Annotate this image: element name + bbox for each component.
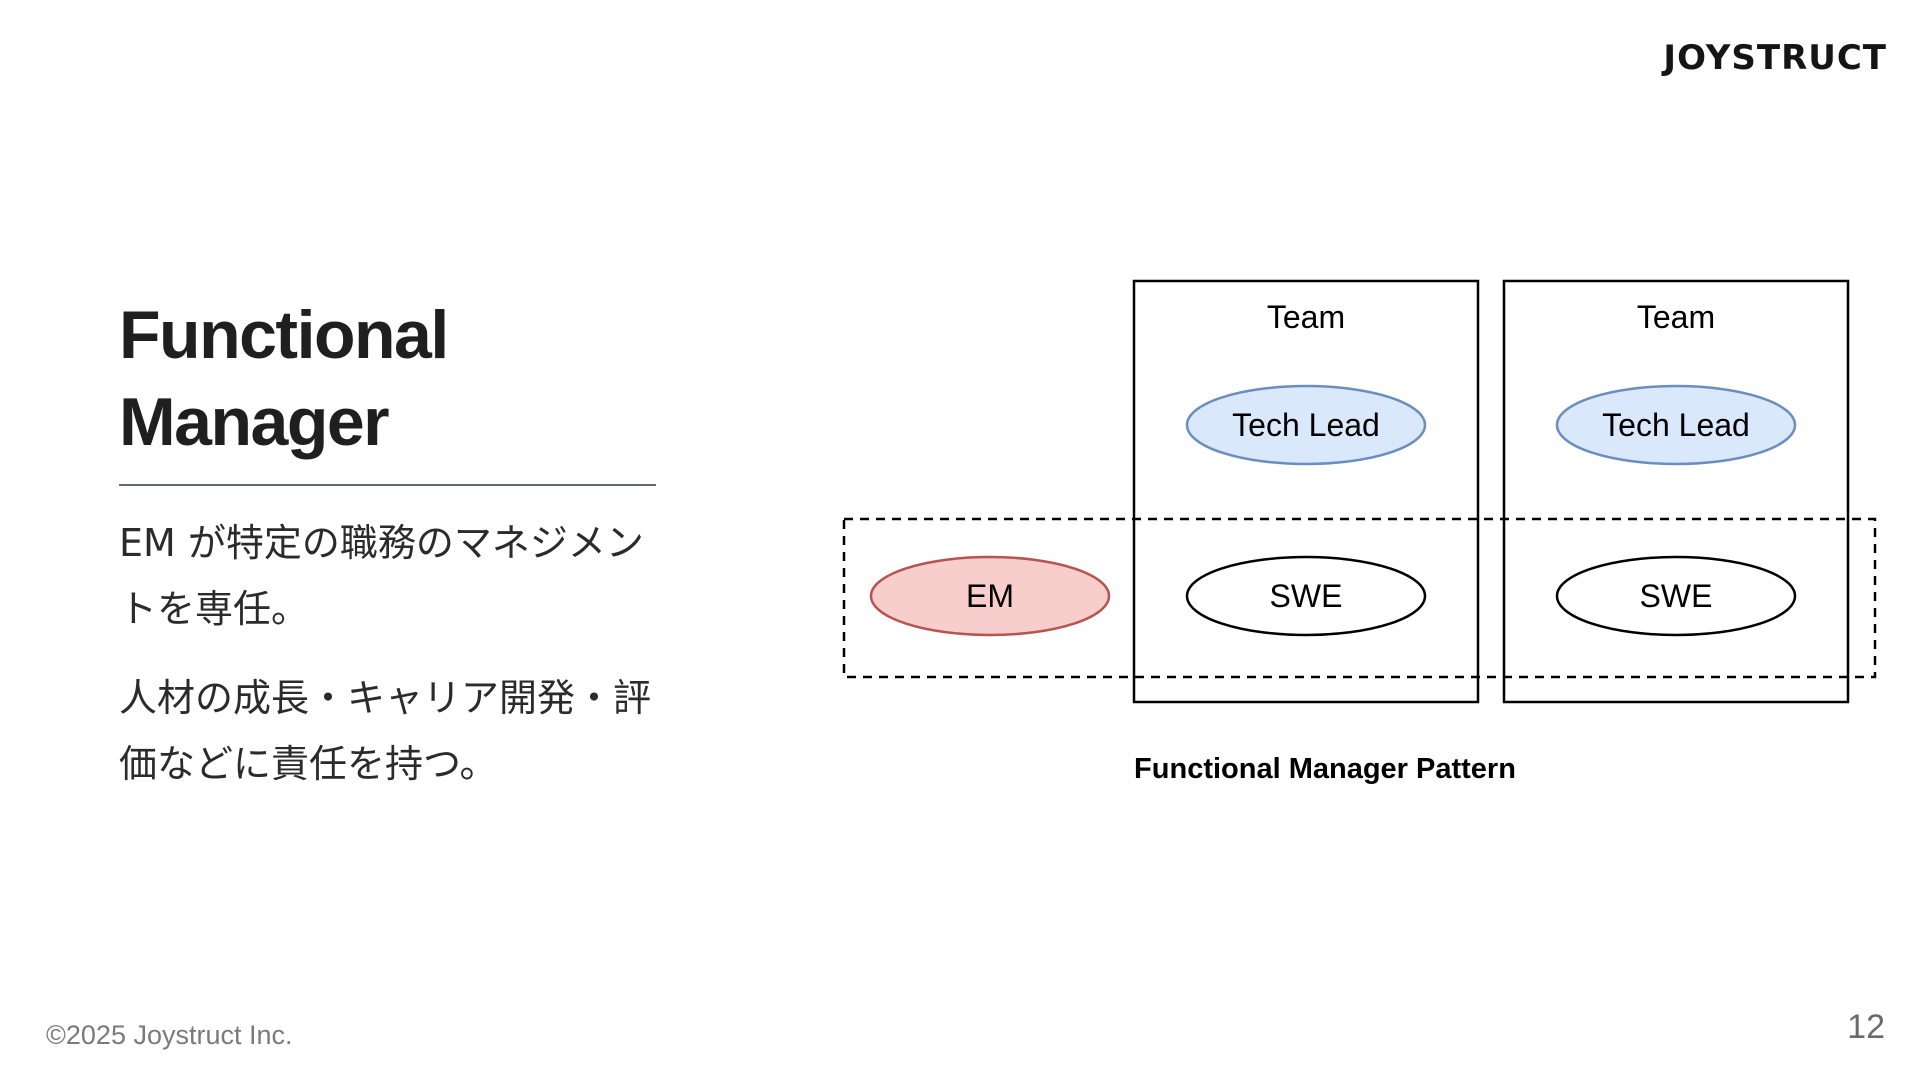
title-line-1: Functional — [119, 297, 449, 373]
team-box-2-border — [1502, 279, 1850, 704]
team-label-2: Team — [1637, 299, 1715, 335]
tech-lead-label-2: Tech Lead — [1602, 407, 1750, 443]
title-divider — [119, 484, 656, 486]
description-paragraph-2: 人材の成長・キャリア開発・評価などに責任を持つ。 — [119, 676, 652, 786]
swe-node-2 — [1555, 555, 1797, 637]
tech-lead-node-2 — [1555, 384, 1797, 466]
team-box-1-border — [1132, 279, 1480, 704]
joystruct-logo: JOYSTRUCT — [1663, 38, 1887, 78]
functional-group-dashed-border — [842, 517, 1877, 679]
tech-lead-node-1 — [1185, 384, 1427, 466]
swe-label-2: SWE — [1640, 578, 1713, 614]
title-line-2: Manager — [119, 384, 390, 460]
slide-title: Functional Manager — [119, 292, 659, 466]
description-paragraph-1: EM が特定の職務のマネジメントを専任。 — [119, 521, 644, 631]
diagram-caption: Functional Manager Pattern — [1134, 753, 1516, 785]
tech-lead-label-1: Tech Lead — [1232, 407, 1380, 443]
team-label-1: Team — [1267, 299, 1345, 335]
swe-node-1 — [1185, 555, 1427, 637]
em-label: EM — [966, 578, 1014, 614]
em-node — [869, 555, 1111, 637]
swe-label-1: SWE — [1270, 578, 1343, 614]
team-box-1: Team Tech Lead SWE — [1132, 279, 1480, 704]
team-box-2: Team Tech Lead SWE — [1502, 279, 1850, 704]
copyright-footer: ©2025 Joystruct Inc. — [46, 1020, 293, 1050]
page-number: 12 — [1847, 1008, 1885, 1046]
